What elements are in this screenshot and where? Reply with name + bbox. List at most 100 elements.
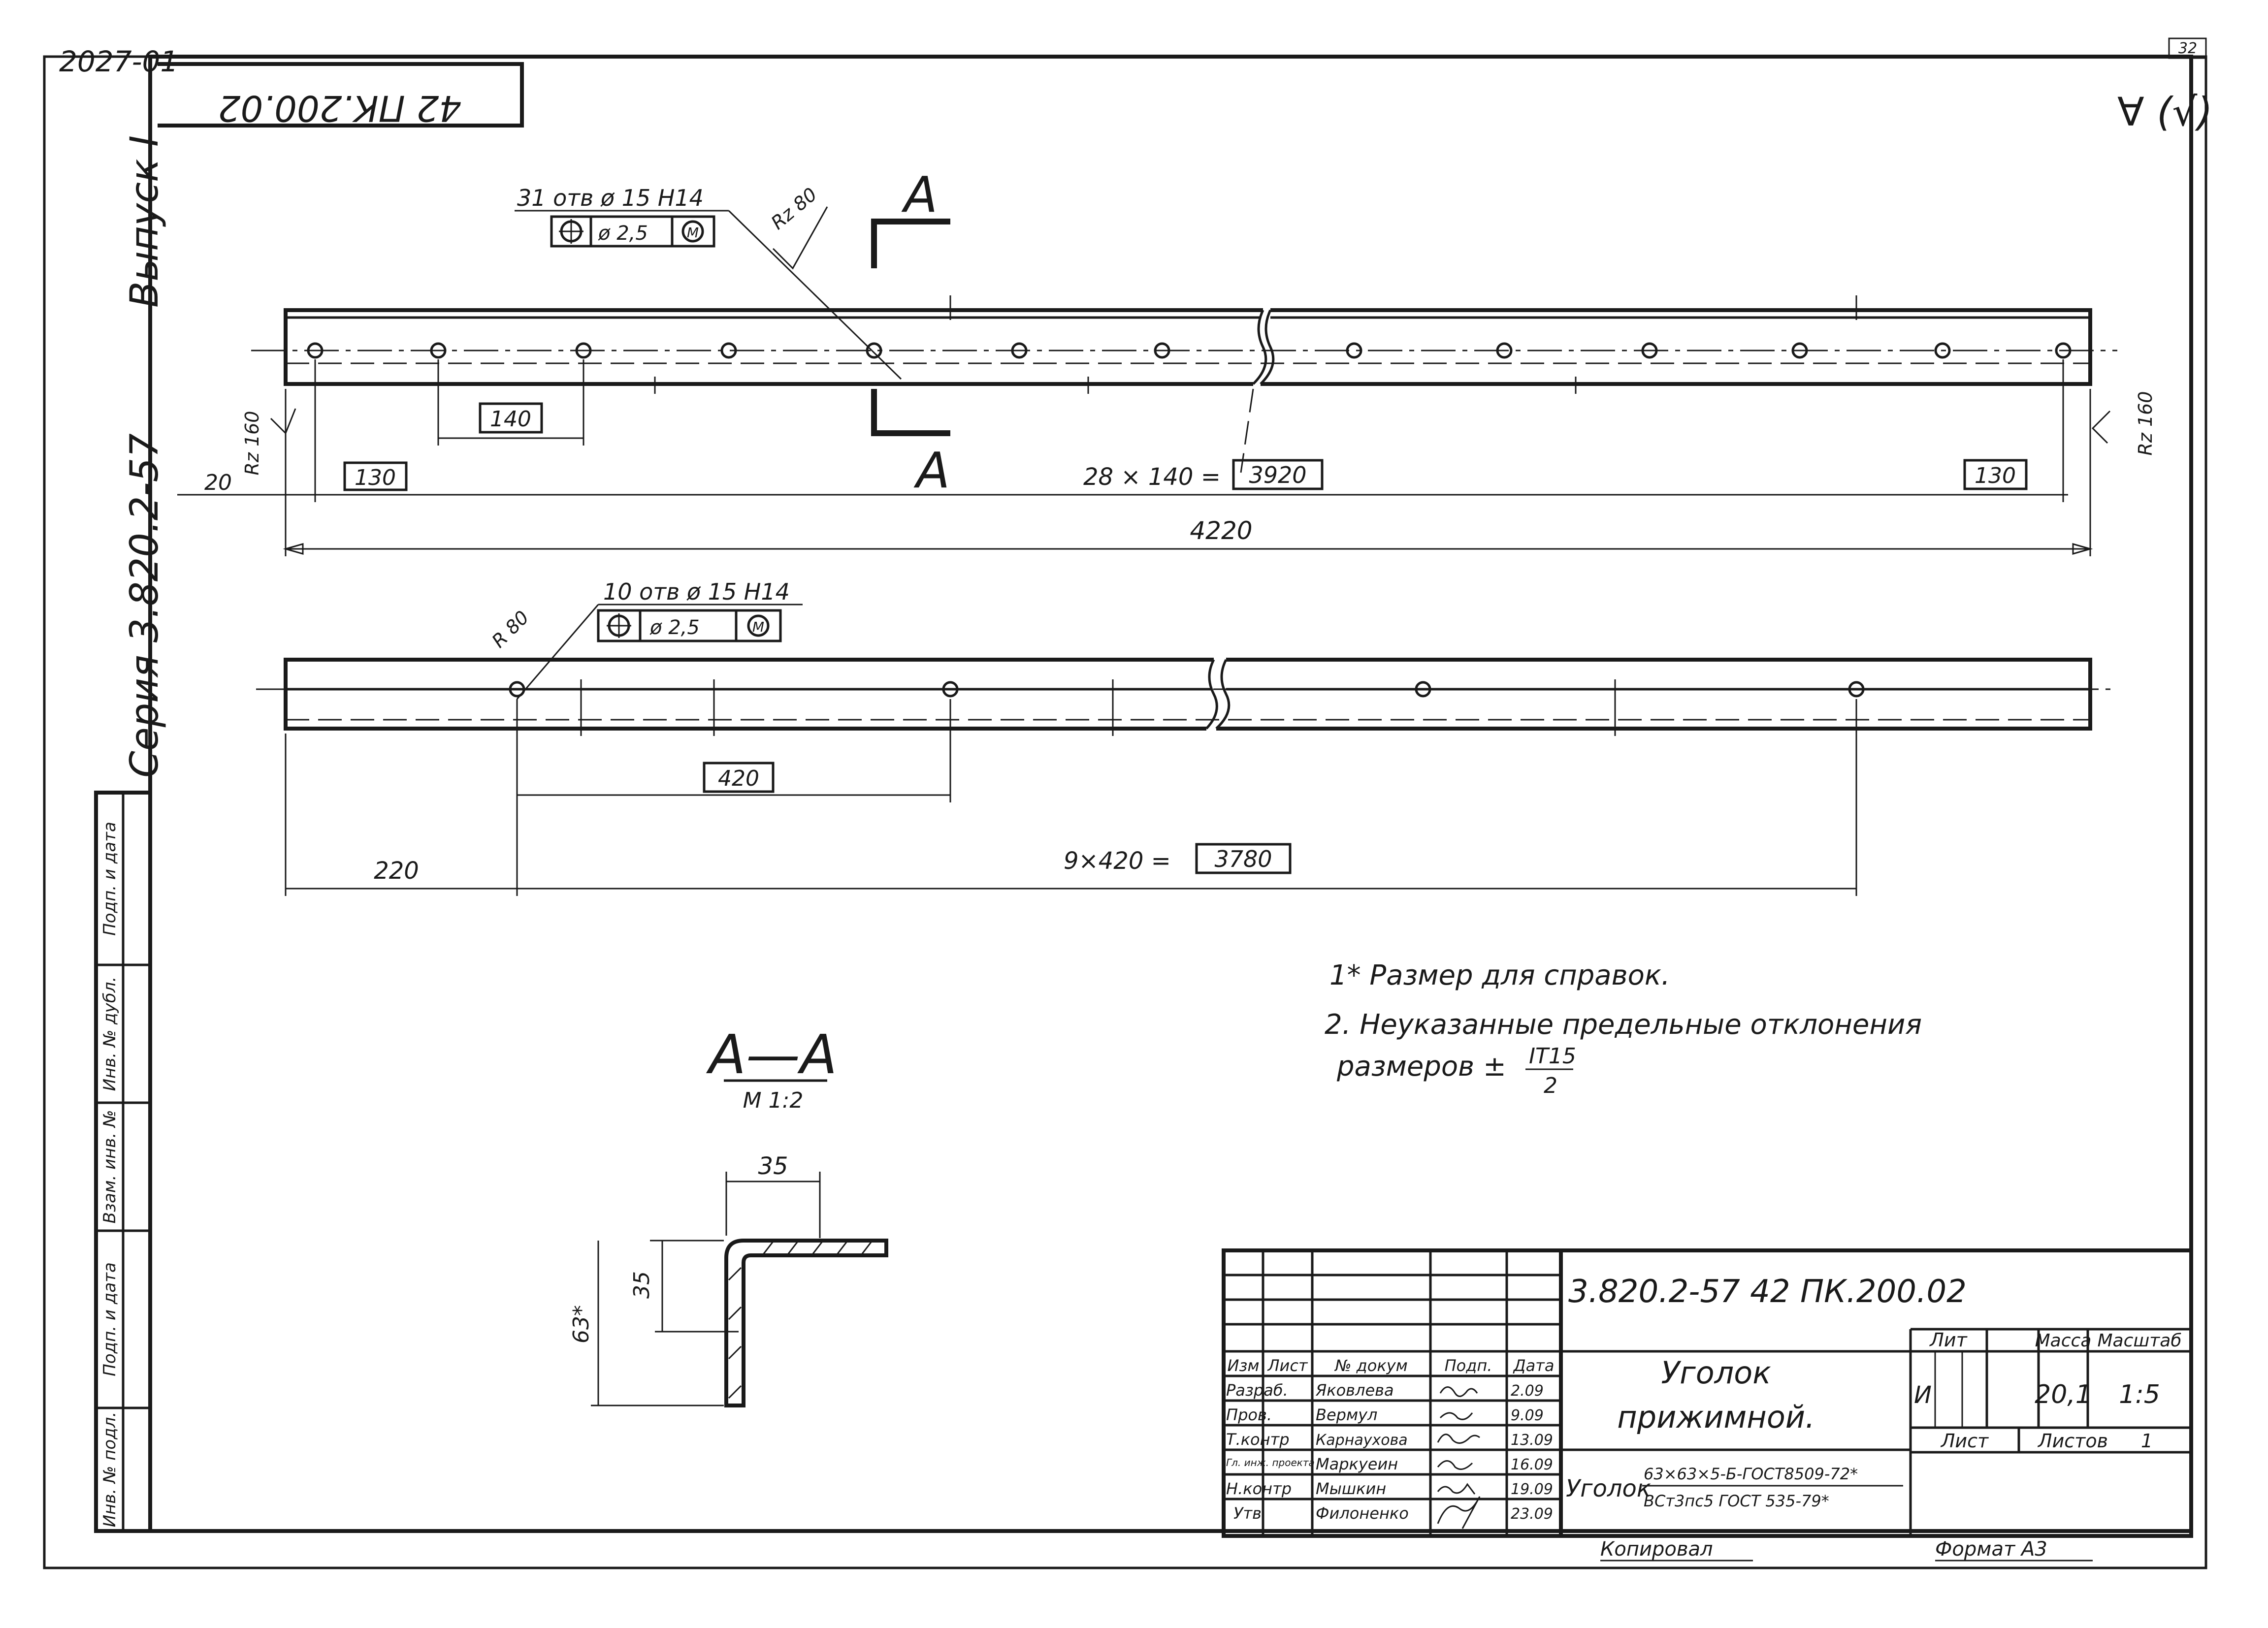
hole bbox=[1346, 342, 1362, 359]
tb-role-0: Разраб. bbox=[1226, 1381, 1288, 1400]
strip-label-inv-dubl: Инв. № дубл. bbox=[100, 977, 120, 1091]
dim-3920-box bbox=[1232, 459, 1324, 490]
outer-frame bbox=[43, 55, 2207, 1569]
strip-label-podp-2: Подп. и дата bbox=[100, 822, 120, 936]
note-3-prefix: размеров ± bbox=[1336, 1051, 1506, 1083]
tb-name-1: Вермул bbox=[1316, 1405, 1377, 1424]
bottom-roughness-note: R 80 bbox=[487, 607, 533, 652]
mmc-icon bbox=[681, 220, 704, 243]
hole bbox=[1934, 342, 1951, 359]
tb-product-name-1: Уголок bbox=[1661, 1355, 1771, 1391]
issue-label: Выпуск I bbox=[123, 135, 167, 308]
tb-name-4: Мышкин bbox=[1316, 1479, 1386, 1498]
section-scale: M 1:2 bbox=[743, 1088, 804, 1113]
tb-name-5: Филоненко bbox=[1316, 1504, 1409, 1523]
signatures bbox=[1437, 1386, 1481, 1529]
tb-role-3: Гл. инж. проекта bbox=[1226, 1457, 1315, 1468]
tb-product-name-2: прижимной. bbox=[1617, 1399, 1815, 1435]
section-title: A—A bbox=[706, 1023, 838, 1086]
hole bbox=[575, 342, 592, 359]
hole bbox=[307, 342, 324, 359]
hole bbox=[1791, 342, 1808, 359]
hole bbox=[430, 342, 447, 359]
tb-scale-value: 1:5 bbox=[2119, 1380, 2160, 1409]
mmc-letter: M bbox=[752, 619, 764, 635]
dim-130-left: 130 bbox=[355, 465, 396, 490]
tb-header-list: Лист bbox=[1267, 1356, 1308, 1375]
hole bbox=[1415, 681, 1431, 698]
tb-date-1: 9.09 bbox=[1511, 1407, 1544, 1424]
hole bbox=[1848, 681, 1865, 698]
dim-220: 220 bbox=[374, 857, 419, 885]
page-number-box bbox=[2168, 37, 2207, 59]
tb-lit-value: И bbox=[1914, 1381, 1932, 1409]
section-dim-flange: 35 bbox=[758, 1152, 788, 1180]
roughness-left: Rz 160 bbox=[241, 411, 263, 476]
tb-date-4: 19.09 bbox=[1511, 1481, 1553, 1498]
section-dim-inner: 35 bbox=[629, 1271, 654, 1299]
hole bbox=[1496, 342, 1513, 359]
tb-scale-label: Масштаб bbox=[2097, 1331, 2181, 1351]
dim-420-box bbox=[703, 762, 775, 793]
top-stamp-inverted: 42 ПК.200.02 bbox=[218, 88, 462, 129]
section-mark-bottom bbox=[871, 389, 950, 436]
tb-sheet-label: Лист bbox=[1940, 1430, 1989, 1452]
tb-doc-code: 3.820.2-57 42 ПК.200.02 bbox=[1568, 1274, 1967, 1310]
dim-4220: 4220 bbox=[1190, 516, 1252, 545]
tb-header-izm: Изм bbox=[1227, 1356, 1259, 1375]
dim-3920: 3920 bbox=[1249, 462, 1306, 488]
mmc-icon bbox=[747, 614, 770, 637]
note-1: 1* Размер для справок. bbox=[1329, 959, 1670, 991]
tb-header-dokum: № докум bbox=[1334, 1356, 1408, 1375]
roughness-symbol: ∀ (√) bbox=[2117, 89, 2213, 135]
angle-profile bbox=[724, 1239, 888, 1407]
tb-date-3: 16.09 bbox=[1511, 1456, 1553, 1473]
dim-3780: 3780 bbox=[1214, 846, 1272, 872]
tb-name-0: Яковлева bbox=[1315, 1381, 1394, 1400]
dim-130-right: 130 bbox=[1975, 463, 2016, 488]
bottom-holes-note: 10 отв ø 15 H14 bbox=[603, 578, 790, 605]
mmc-letter: M bbox=[687, 224, 699, 241]
top-holes-note: 31 отв ø 15 H14 bbox=[517, 185, 704, 211]
tb-material-numerator: 63×63×5-Б-ГОСТ8509-72* bbox=[1644, 1465, 1858, 1483]
section-letter-top: A bbox=[901, 166, 938, 223]
dim-420: 420 bbox=[718, 766, 759, 791]
top-tolerance-frame bbox=[550, 215, 715, 248]
series-label: Серия 3.820.2-57 bbox=[123, 433, 167, 778]
dim-chain-prefix: 28 × 140 = bbox=[1083, 463, 1221, 491]
dim-130-right-box bbox=[1963, 459, 2028, 490]
hole bbox=[720, 342, 737, 359]
tb-copied: Копировал bbox=[1600, 1538, 1713, 1561]
section-dim-height: 63* bbox=[569, 1305, 594, 1343]
tb-role-1: Пров. bbox=[1226, 1405, 1272, 1424]
tb-header-data: Дата bbox=[1513, 1356, 1555, 1375]
hole bbox=[509, 681, 525, 698]
tb-role-4: Н.контр bbox=[1226, 1479, 1292, 1498]
note-2: 2. Неуказанные предельные отклонения bbox=[1325, 1009, 1922, 1041]
top-view: 31 отв ø 15 H14 ø 2,5 M Rz 80 A A 140 Rz… bbox=[177, 166, 2156, 556]
dim-3780-box bbox=[1195, 843, 1292, 874]
top-tolerance-value: ø 2,5 bbox=[598, 222, 648, 245]
tb-header-podp: Подп. bbox=[1445, 1356, 1492, 1375]
tb-date-0: 2.09 bbox=[1511, 1382, 1544, 1400]
corner-code: 2027-01 bbox=[59, 45, 178, 78]
top-stamp-frame bbox=[158, 62, 524, 128]
section-view: A—A M 1:2 35 35 63* bbox=[569, 1023, 888, 1407]
tb-name-2: Карнаухова bbox=[1316, 1432, 1408, 1449]
tb-mass-value: 20,1 bbox=[2035, 1380, 2092, 1409]
bottom-view: 10 отв ø 15 H14 ø 2,5 M R 80 420 220 9×4… bbox=[256, 578, 2117, 896]
dim-chain2-prefix: 9×420 = bbox=[1064, 847, 1171, 875]
section-mark-top bbox=[871, 219, 950, 268]
hole bbox=[2055, 342, 2072, 359]
bottom-tolerance-frame bbox=[597, 609, 782, 642]
page-number: 32 bbox=[2178, 40, 2197, 57]
hole bbox=[1641, 342, 1658, 359]
tb-material-prefix: Уголок bbox=[1566, 1475, 1651, 1502]
tb-mass-label: Масса bbox=[2035, 1331, 2092, 1351]
tb-role-5: Утв bbox=[1233, 1504, 1262, 1523]
tb-name-3: Маркуеин bbox=[1316, 1455, 1398, 1473]
strip-label-podp-1: Подп. и дата bbox=[100, 1262, 120, 1376]
strip-label-inv-podl: Инв. № подл. bbox=[100, 1412, 120, 1528]
dim-130-left-box bbox=[343, 461, 408, 491]
